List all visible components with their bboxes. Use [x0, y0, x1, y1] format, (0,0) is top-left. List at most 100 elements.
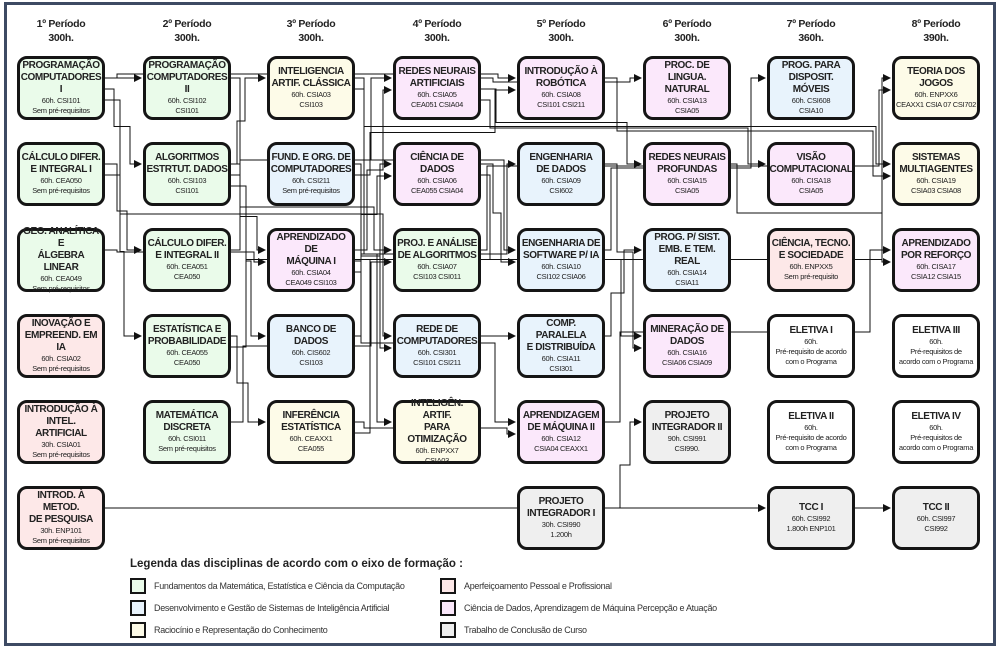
course-title: INTELIGENCIA [278, 66, 344, 77]
course-info: Sem pré-requisitos [158, 444, 216, 453]
course-info: CSIA03 CSIA08 [911, 186, 961, 195]
course-title: TCC II [922, 502, 950, 513]
course-title: ELETIVA I [789, 325, 833, 336]
prerequisite-arrow [355, 74, 891, 434]
course-info: CSI301 [549, 364, 573, 373]
course-info: 60h. CSI102 [167, 96, 207, 105]
course-info: Sem pré-requisitos [32, 186, 90, 195]
course-info: Sem pré-requisitos [282, 186, 340, 195]
course-title: MATEMÁTICA [155, 410, 219, 421]
course-info: 60h. CSI992 [791, 514, 831, 523]
course-info: 90h. CSI991 [667, 434, 707, 443]
legend-label: Raciocínio e Representação do Conhecimen… [154, 625, 328, 635]
course-info: Sem pré-requisitos [32, 536, 90, 545]
course-title: APRENDIZAGEM [522, 410, 600, 421]
course-info: 60h. CSIA04 [291, 268, 331, 277]
course-info: 60h. [804, 337, 818, 346]
course-info: 60h. ENPXX7 [415, 446, 459, 455]
course-title: APRENDIZADO DE [276, 232, 346, 255]
legend-swatch [130, 622, 146, 638]
course-info: Sem pré-requisitos [32, 450, 90, 459]
course-title: PROJETO [538, 496, 584, 507]
course-title: PROC. DE LINGUA. [664, 60, 710, 83]
course-info: 30h. ENP101 [40, 526, 82, 535]
course-title: INFERÊNCIA [282, 410, 340, 421]
course-info: 60h. CSIA03 [291, 90, 331, 99]
course-title: PROFUNDAS [657, 164, 717, 175]
legend-item: Aperfeiçoamento Pessoal e Profissional [440, 578, 612, 594]
legend-item: Desenvolvimento e Gestão de Sistemas de … [130, 600, 390, 616]
course-title: SISTEMAS [912, 152, 960, 163]
period-hours: 300h. [674, 32, 700, 44]
period-label: 3º Período [286, 18, 336, 30]
course-title: ELETIVA II [788, 411, 834, 422]
course-info: 60h. CSIA02 [41, 354, 81, 363]
course-title: INTRODUÇÃO À [524, 66, 598, 77]
prerequisite-arrow [355, 88, 891, 168]
course-title: ESTATÍSTICA E [153, 324, 221, 335]
course-info: 60h. CEA051 [166, 262, 208, 271]
legend-label: Ciência de Dados, Aprendizagem de Máquin… [464, 603, 717, 613]
legend-item: Ciência de Dados, Aprendizagem de Máquin… [440, 600, 717, 616]
prerequisite-arrow [355, 163, 392, 352]
course-title: CIÊNCIA, TECNO. [771, 238, 851, 249]
course-info: acordo com o Programa [898, 443, 974, 452]
period-label: 5º Período [536, 18, 586, 30]
course-title: PROBABILIDADE [147, 336, 227, 347]
prerequisite-arrow [231, 335, 266, 426]
course-title: ÁLGEBRA LINEAR [37, 250, 85, 273]
course-title: PROG. PARA [781, 60, 841, 71]
course-info: CSIA05 [674, 186, 700, 195]
course-title: CÁLCULO DIFER. [147, 238, 227, 249]
course-info: 60h. CSIA13 [667, 96, 707, 105]
course-info: CSI101 CSI211 [413, 358, 461, 367]
period-hours: 300h. [298, 32, 324, 44]
